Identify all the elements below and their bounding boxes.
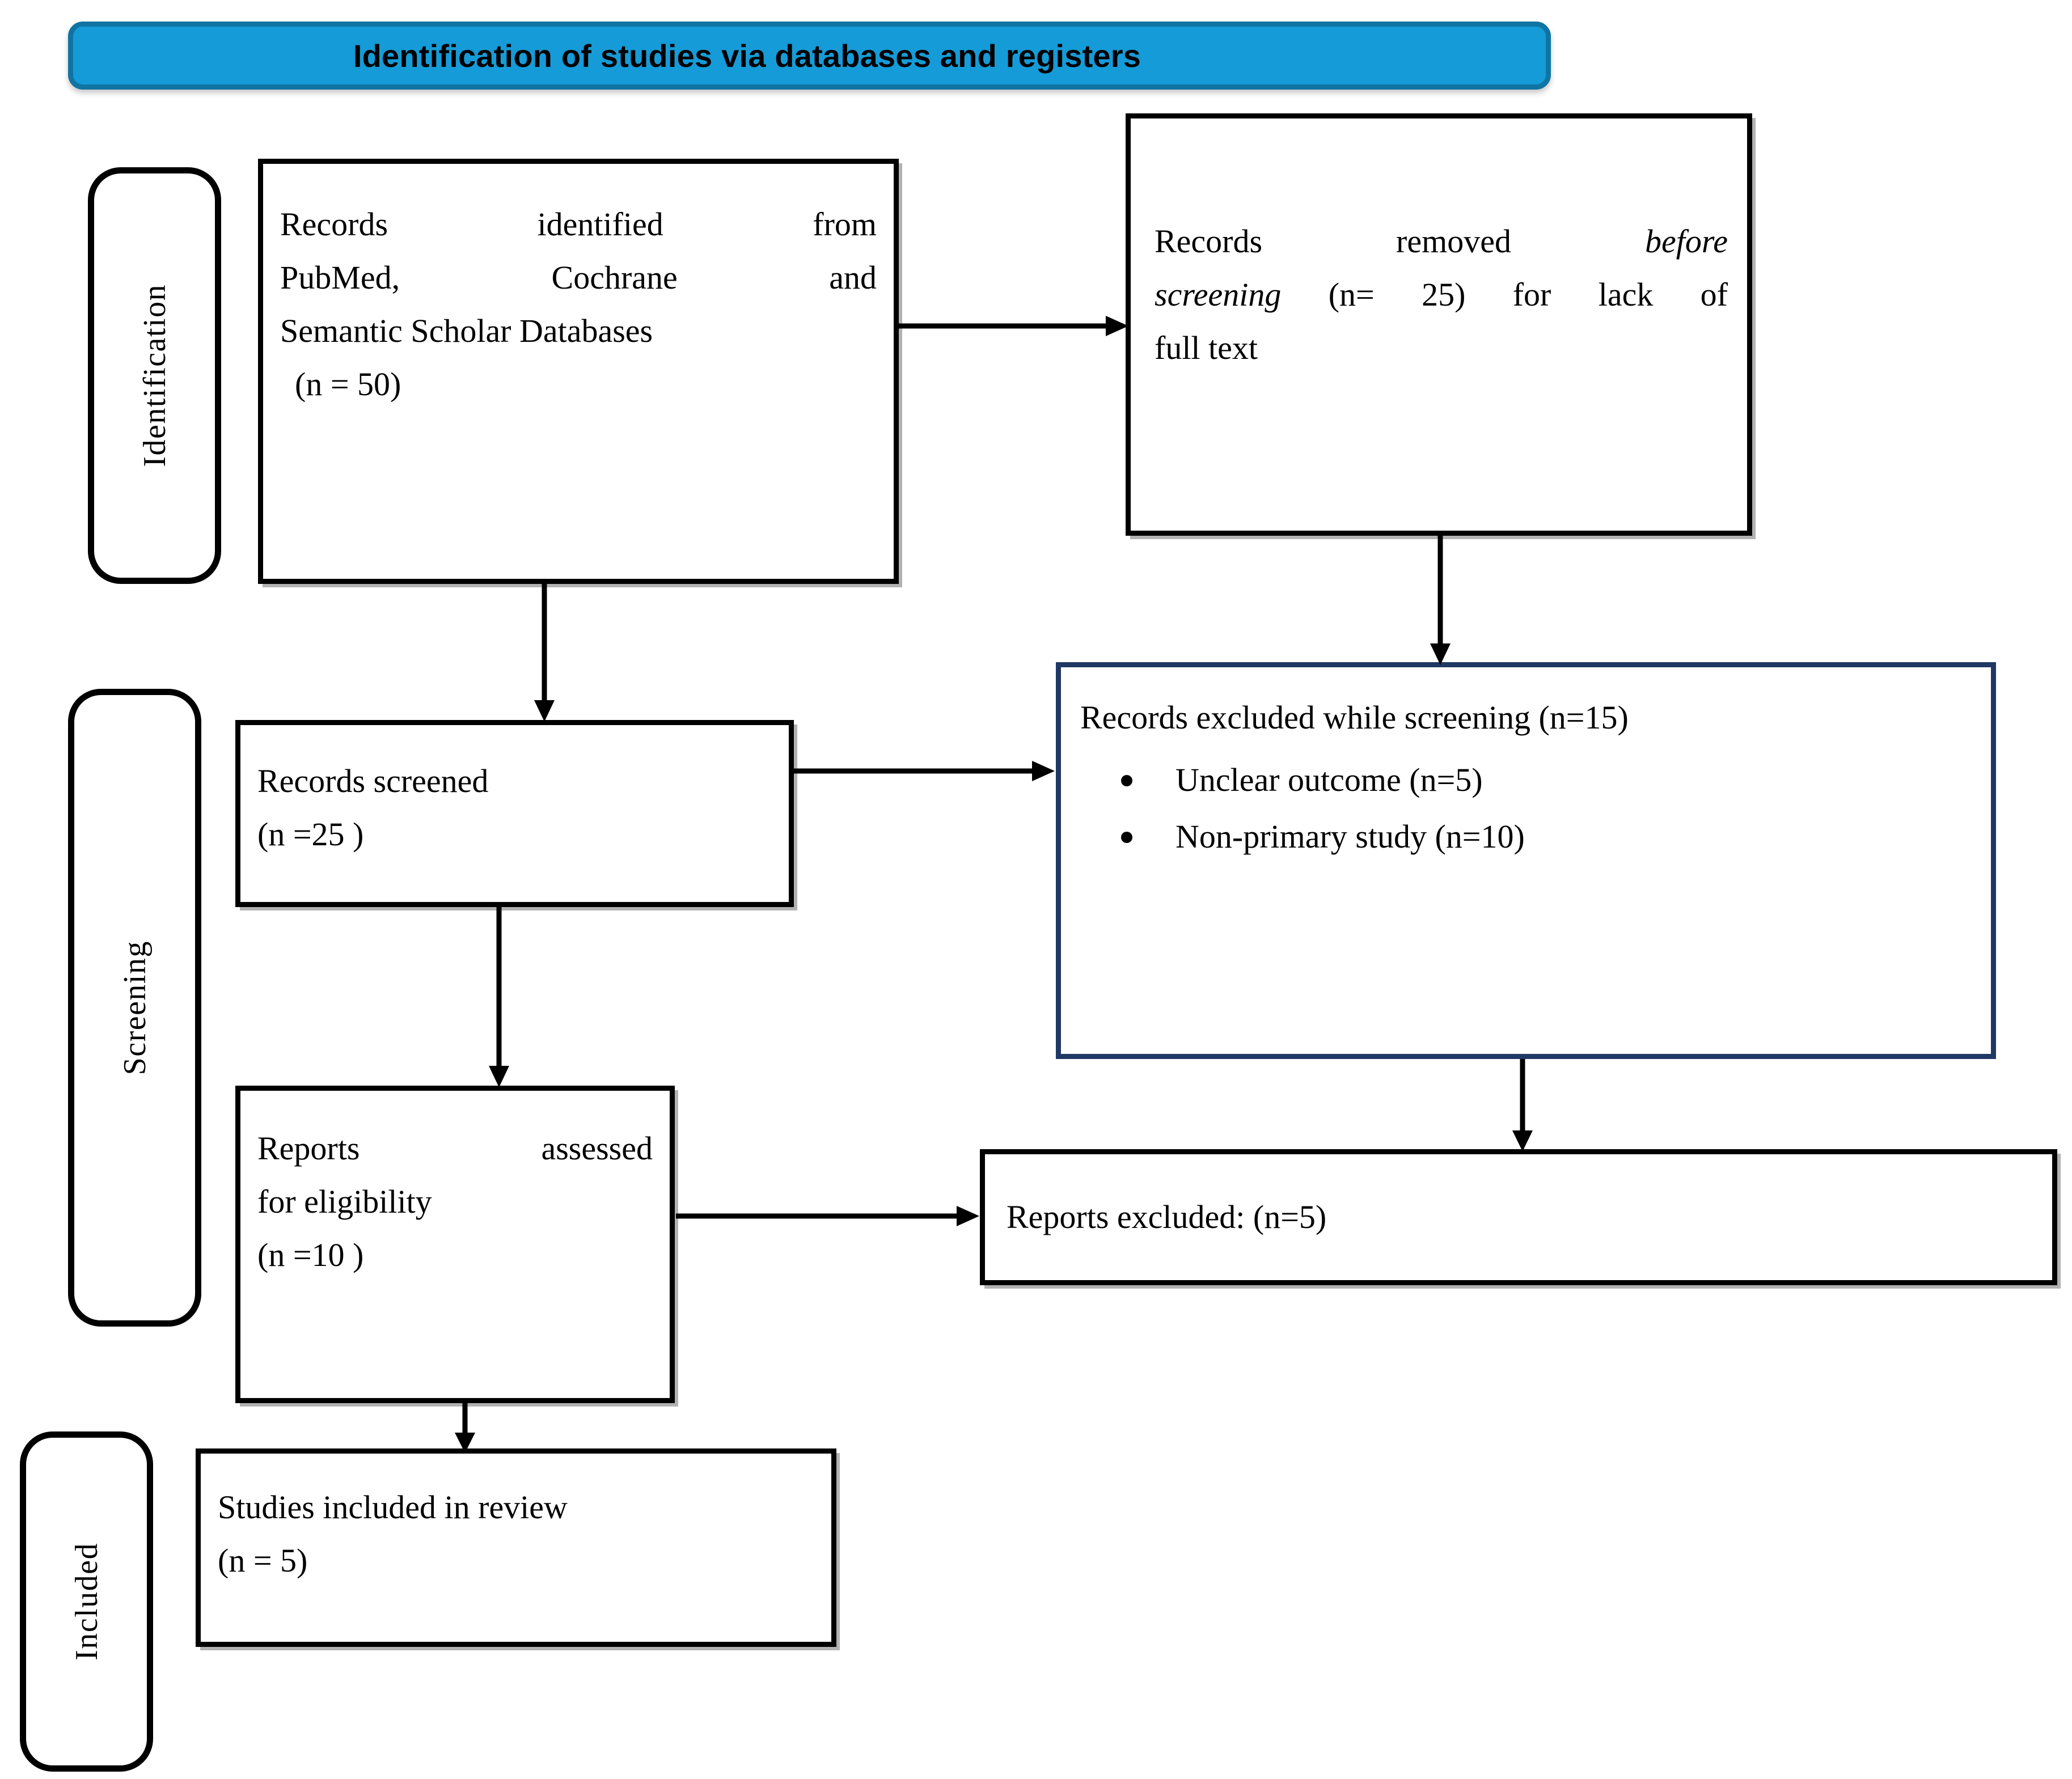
studies-included-label: Studies included in review <box>218 1489 568 1526</box>
box-records-screened: Records screened (n =25 ) <box>235 720 794 907</box>
reports-excluded-label: Reports excluded: (n=5) <box>1007 1198 1327 1236</box>
box-records-removed-before-screening: Records removed before screening (n= 25)… <box>1126 113 1752 536</box>
banner-title: Identification of studies via databases … <box>353 37 1141 74</box>
phase-label-included: Included <box>20 1431 153 1772</box>
phase-label-included-text: Included <box>69 1543 104 1661</box>
phase-label-screening: Screening <box>68 689 201 1327</box>
records-identified-line-2: PubMed, Cochrane and <box>280 259 877 296</box>
arrow-removed-to-excluded-screening <box>1429 536 1452 666</box>
box-records-excluded-while-screening: Records excluded while screening (n=15) … <box>1056 662 1996 1059</box>
phase-label-screening-text: Screening <box>117 940 153 1075</box>
arrow-identified-to-removed <box>899 315 1134 337</box>
header-banner: Identification of studies via databases … <box>68 22 1551 90</box>
records-screened-label: Records screened <box>257 763 489 799</box>
arrow-screened-to-excluded-screening <box>794 760 1060 782</box>
records-identified-count: (n = 50) <box>295 365 401 403</box>
arrow-screened-to-eligibility <box>488 907 510 1088</box>
reports-assessed-count: (n =10 ) <box>257 1236 364 1273</box>
records-screened-count: (n =25 ) <box>257 815 364 853</box>
records-removed-line-3: full text <box>1155 329 1258 366</box>
box-reports-assessed-for-eligibility: Reports assessed for eligibility (n =10 … <box>235 1086 675 1403</box>
list-item: Unclear outcome (n=5) <box>1121 753 1974 807</box>
records-removed-text-1: Records removed <box>1155 223 1645 260</box>
studies-included-count: (n = 5) <box>218 1541 308 1579</box>
list-item: Non-primary study (n=10) <box>1121 810 1974 863</box>
box-studies-included-in-review: Studies included in review (n = 5) <box>196 1448 836 1647</box>
arrow-identified-to-screened <box>533 584 556 723</box>
records-excluded-reason-list: Unclear outcome (n=5) Non-primary study … <box>1080 753 1974 863</box>
records-excluded-heading: Records excluded while screening (n=15) <box>1080 699 1629 736</box>
records-removed-italic-screening: screening <box>1155 276 1282 313</box>
records-identified-line-1: Records identified from <box>280 206 877 243</box>
records-identified-line-3: Semantic Scholar Databases <box>280 312 653 349</box>
records-removed-line-1: Records removed before <box>1155 215 1728 268</box>
box-reports-excluded: Reports excluded: (n=5) <box>980 1149 2057 1285</box>
arrow-eligibility-to-reports-excluded <box>676 1205 985 1227</box>
arrow-eligibility-to-included <box>454 1403 476 1454</box>
phase-label-identification-text: Identification <box>137 284 172 467</box>
reports-assessed-line-2: for eligibility <box>257 1183 432 1220</box>
records-removed-line-2: screening (n= 25) for lack of <box>1155 268 1728 321</box>
reports-assessed-line-1: Reports assessed <box>257 1130 653 1167</box>
arrow-excluded-screening-to-reports-excluded <box>1511 1059 1534 1153</box>
records-removed-text-2: (n= 25) for lack of <box>1281 276 1728 313</box>
phase-label-identification: Identification <box>88 167 221 584</box>
records-removed-italic-before: before <box>1644 223 1728 260</box>
box-records-identified: Records identified from PubMed, Cochrane… <box>258 159 899 584</box>
